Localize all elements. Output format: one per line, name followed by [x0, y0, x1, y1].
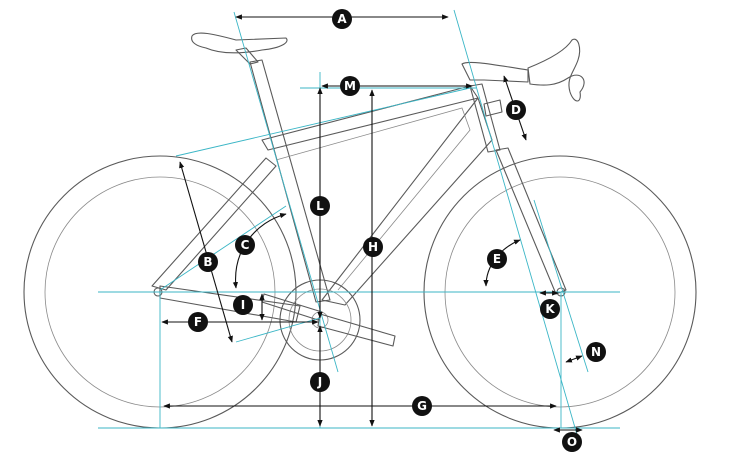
badge-b: B [198, 252, 218, 272]
seatpost [235, 47, 259, 65]
badge-f: F [188, 312, 208, 332]
badge-a: A [332, 9, 352, 29]
badge-k: K [540, 299, 560, 319]
svg-text:O: O [567, 435, 577, 449]
badge-o: O [562, 432, 582, 452]
badge-c: C [235, 235, 255, 255]
badge-m: M [340, 76, 360, 96]
badge-i: I [233, 295, 253, 315]
badges: A B C D E F G H I J K L M N O [188, 9, 606, 452]
frame-inner-line [275, 107, 471, 291]
down-tube [321, 97, 493, 306]
svg-text:L: L [316, 199, 324, 213]
badge-g: G [412, 396, 432, 416]
svg-text:H: H [368, 240, 378, 254]
fork [495, 147, 567, 295]
badge-e: E [487, 249, 507, 269]
seat-tube-axis [233, 11, 339, 373]
svg-text:C: C [241, 238, 250, 252]
svg-text:G: G [417, 399, 427, 413]
svg-text:N: N [591, 345, 601, 359]
virtual-top-tube [175, 87, 471, 157]
svg-text:M: M [344, 79, 356, 93]
dim-b [179, 161, 233, 343]
head-tube [469, 83, 501, 153]
seat-tube [249, 59, 331, 303]
svg-text:A: A [337, 12, 347, 26]
seat-stay-ref [159, 205, 287, 291]
fork-offset-line [533, 199, 589, 373]
svg-text:K: K [545, 302, 555, 316]
reference-lines [98, 9, 620, 446]
svg-text:J: J [317, 375, 322, 389]
badge-j: J [310, 372, 330, 392]
svg-text:B: B [203, 255, 212, 269]
svg-text:F: F [194, 315, 202, 329]
dim-n [565, 355, 583, 363]
svg-text:E: E [493, 252, 501, 266]
badge-l: L [310, 196, 330, 216]
headset-spacers [483, 99, 503, 117]
bicycle-outline [23, 32, 697, 429]
svg-text:I: I [241, 298, 245, 312]
steering-axis [453, 9, 581, 446]
chain-stay [159, 285, 301, 323]
badge-n: N [586, 342, 606, 362]
saddle [191, 32, 288, 54]
badge-d: D [506, 100, 526, 120]
handlebar [527, 38, 585, 102]
badge-h: H [363, 237, 383, 257]
svg-text:D: D [511, 103, 521, 117]
